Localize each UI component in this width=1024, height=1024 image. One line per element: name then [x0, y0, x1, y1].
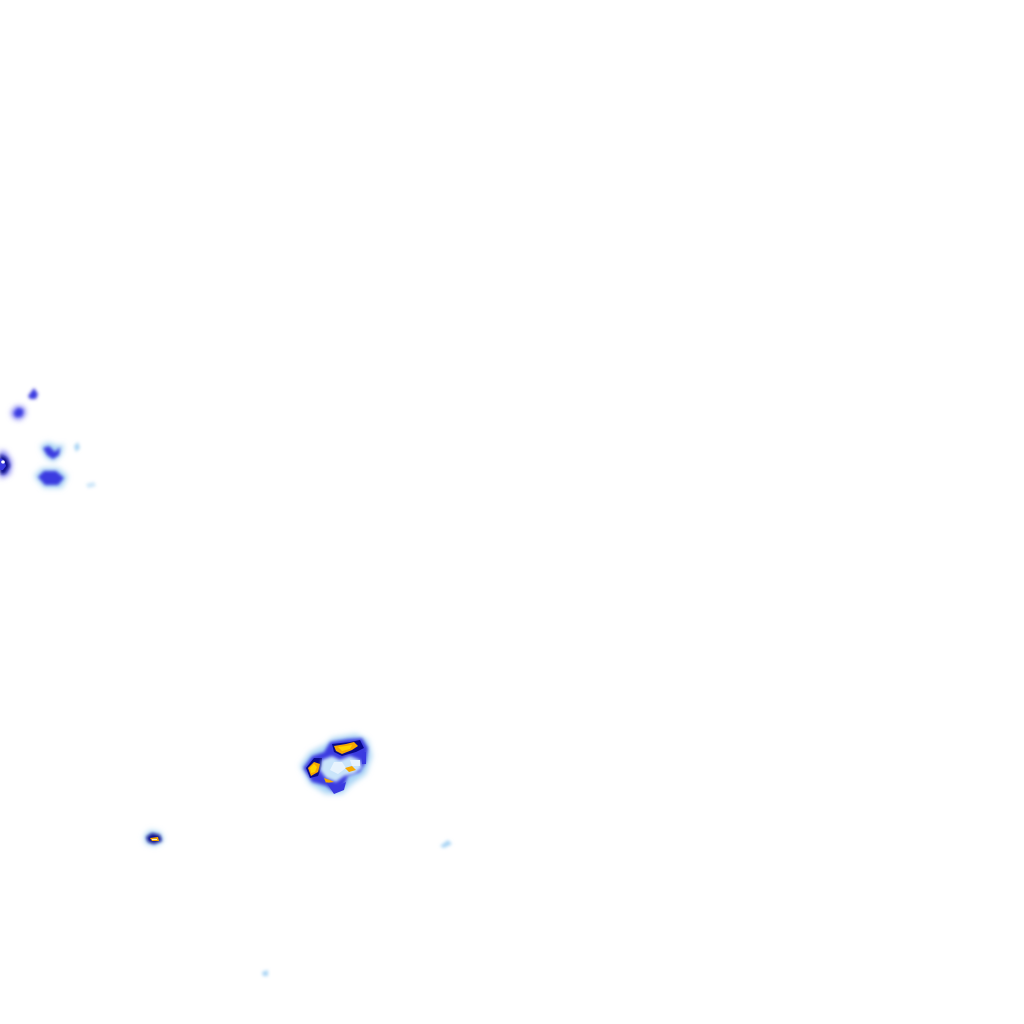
precip-cell-west-4 [40, 442, 64, 462]
precip-cell-south-2 [440, 840, 452, 848]
precip-cell-west-5 [34, 468, 68, 488]
precip-cell-south-1 [144, 830, 164, 846]
precip-cell-west-2 [11, 406, 26, 420]
precip-cell-central [300, 734, 372, 794]
precip-cell-south-3 [262, 970, 268, 976]
precip-cell-west-6 [74, 442, 96, 488]
precip-cell-west-1 [28, 388, 38, 399]
precip-cell-west-3 [0, 450, 12, 478]
